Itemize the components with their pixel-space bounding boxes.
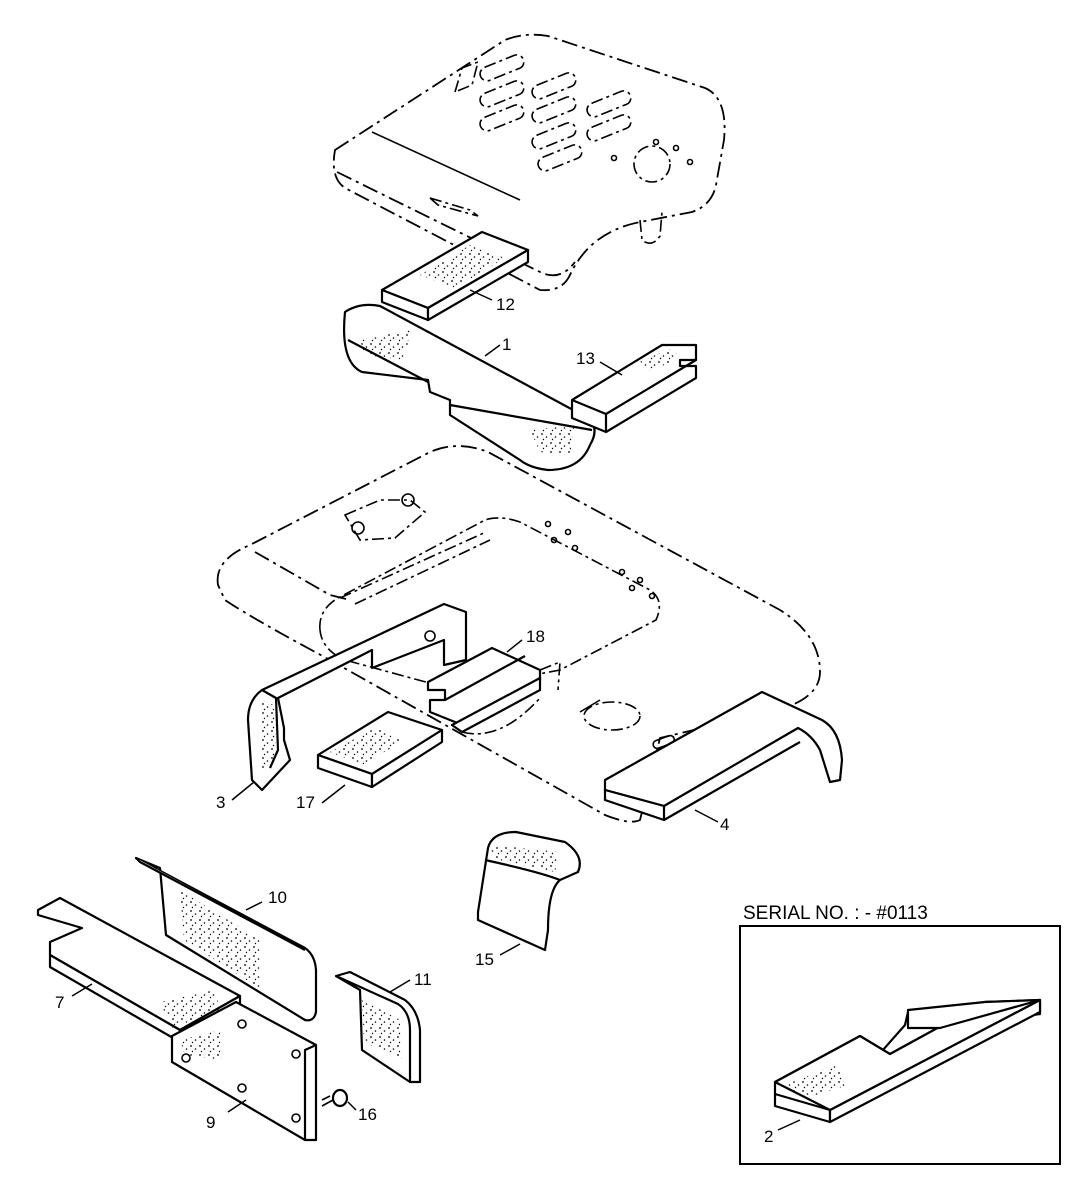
callout-11: 11 bbox=[414, 970, 432, 989]
callout-3: 3 bbox=[216, 793, 225, 812]
part-4-bracket: 4 bbox=[603, 690, 844, 834]
part-17-pad: 17 bbox=[296, 710, 444, 812]
part-15-pad: 15 bbox=[475, 830, 581, 969]
callout-12: 12 bbox=[496, 295, 515, 314]
callout-18: 18 bbox=[526, 627, 545, 646]
callout-16: 16 bbox=[358, 1105, 377, 1124]
serial-inset: SERIAL NO. : - #0113 2 bbox=[739, 903, 1061, 1165]
part-10-panel: 10 bbox=[134, 856, 318, 1022]
part-9-panel: 9 bbox=[170, 1000, 318, 1142]
callout-17: 17 bbox=[296, 793, 315, 812]
callout-13: 13 bbox=[576, 349, 595, 368]
callout-7: 7 bbox=[55, 993, 64, 1012]
serial-number-label: SERIAL NO. : - #0113 bbox=[743, 903, 928, 924]
callout-4: 4 bbox=[720, 815, 729, 834]
part-18-pad: 18 bbox=[426, 627, 561, 735]
callout-9: 9 bbox=[206, 1113, 215, 1132]
vent-slots bbox=[479, 54, 632, 172]
part-16-fastener: 16 bbox=[321, 1088, 377, 1124]
part-1-pad: 1 bbox=[343, 303, 596, 472]
top-cover-phantom bbox=[332, 33, 726, 292]
callout-2: 2 bbox=[764, 1127, 773, 1146]
callout-15: 15 bbox=[475, 950, 494, 969]
part-12-pad: 12 bbox=[380, 230, 530, 322]
part-13-pad: 13 bbox=[570, 343, 698, 434]
part-2-pad: 2 bbox=[764, 998, 1042, 1146]
callout-1: 1 bbox=[502, 335, 511, 354]
part-11-panel: 11 bbox=[334, 970, 432, 1084]
part-3-bracket: 3 bbox=[216, 602, 468, 812]
callout-10: 10 bbox=[268, 888, 287, 907]
